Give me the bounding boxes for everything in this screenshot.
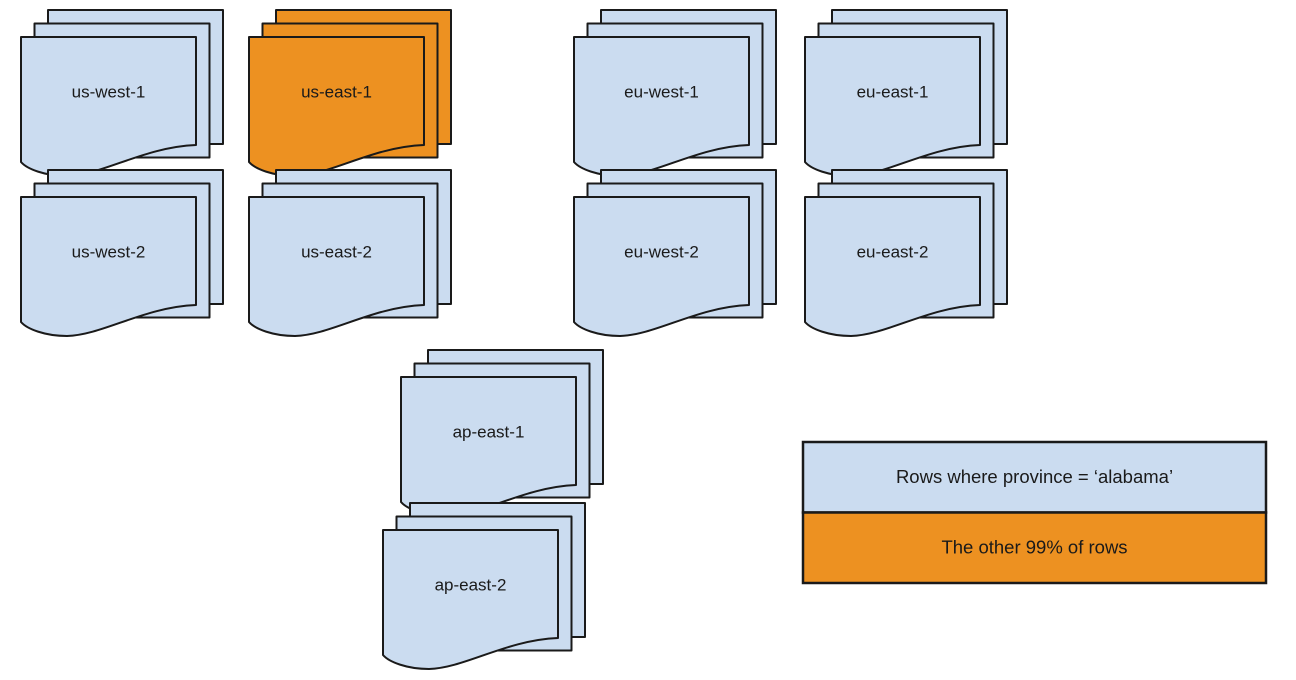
stack-label-ap-east-1: ap-east-1 bbox=[453, 422, 525, 441]
stack-sheet-front bbox=[20, 196, 197, 337]
stack-label-us-east-2: us-east-2 bbox=[301, 242, 372, 261]
stack-label-eu-west-1: eu-west-1 bbox=[624, 82, 699, 101]
legend-row-legend-orange: The other 99% of rows bbox=[801, 511, 1268, 585]
document-stack-us-west-1[interactable]: us-west-1 bbox=[20, 9, 224, 177]
stack-label-us-west-1: us-west-1 bbox=[72, 82, 146, 101]
document-stack-us-west-2[interactable]: us-west-2 bbox=[20, 169, 224, 337]
legend-row-legend-blue: Rows where province = ‘alabama’ bbox=[801, 440, 1268, 514]
legend-label-legend-orange: The other 99% of rows bbox=[941, 537, 1127, 558]
stack-sheet-front bbox=[248, 196, 425, 337]
stack-sheet-front bbox=[573, 196, 750, 337]
legend-swatch-blue bbox=[801, 440, 1268, 514]
legend-container: Rows where province = ‘alabama’ The other… bbox=[801, 440, 1268, 585]
stack-label-eu-east-1: eu-east-1 bbox=[857, 82, 929, 101]
stack-group-container: us-west-1 us-west-2 us-east-1 us-east-2 eu-w… bbox=[20, 9, 1008, 670]
stack-label-ap-east-2: ap-east-2 bbox=[435, 575, 507, 594]
stack-label-us-east-1: us-east-1 bbox=[301, 82, 372, 101]
legend-swatch-orange bbox=[801, 511, 1268, 585]
document-stack-us-east-2[interactable]: us-east-2 bbox=[248, 169, 452, 337]
document-stack-eu-west-1[interactable]: eu-west-1 bbox=[573, 9, 777, 177]
document-stack-us-east-1[interactable]: us-east-1 bbox=[248, 9, 452, 177]
stack-label-us-west-2: us-west-2 bbox=[72, 242, 146, 261]
stack-sheet-front bbox=[382, 529, 559, 670]
stack-sheet-front bbox=[804, 196, 981, 337]
document-stack-eu-west-2[interactable]: eu-west-2 bbox=[573, 169, 777, 337]
document-stack-ap-east-1[interactable]: ap-east-1 bbox=[400, 349, 604, 517]
document-stack-ap-east-2[interactable]: ap-east-2 bbox=[382, 502, 586, 670]
document-stack-eu-east-2[interactable]: eu-east-2 bbox=[804, 169, 1008, 337]
document-stack-eu-east-1[interactable]: eu-east-1 bbox=[804, 9, 1008, 177]
stack-label-eu-west-2: eu-west-2 bbox=[624, 242, 699, 261]
stack-label-eu-east-2: eu-east-2 bbox=[857, 242, 929, 261]
legend-label-legend-blue: Rows where province = ‘alabama’ bbox=[896, 466, 1173, 487]
